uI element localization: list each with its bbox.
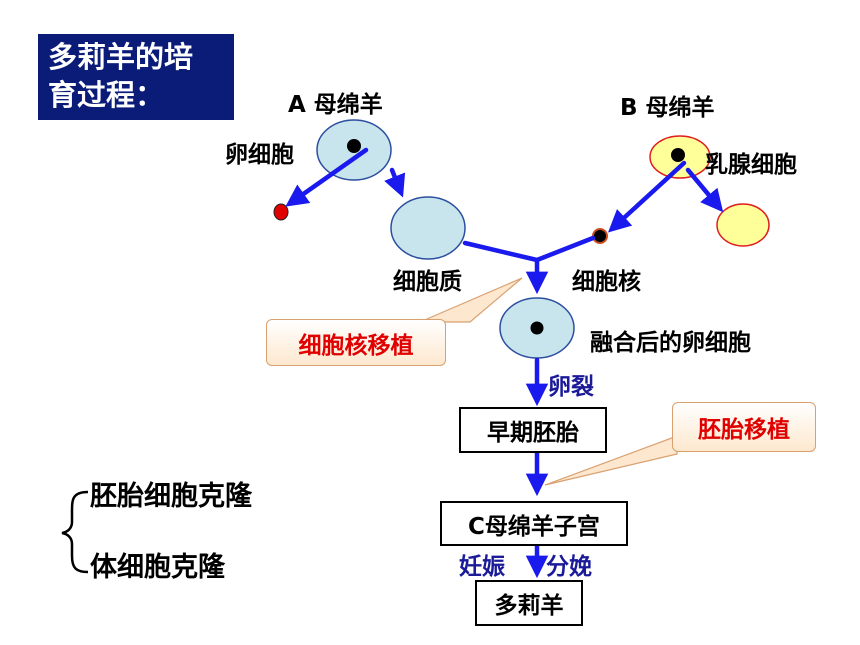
removed-nucleus	[273, 203, 289, 221]
label-pregnancy: 妊娠	[459, 554, 505, 580]
fused-egg-nucleus	[530, 321, 544, 335]
merge-line-left	[462, 240, 540, 263]
label-egg-cell: 卵细胞	[225, 142, 294, 168]
mammary-cell-nucleus	[671, 148, 685, 162]
label-nucleus: 细胞核	[572, 269, 641, 295]
title-box: 多莉羊的培 育过程：	[38, 34, 234, 120]
label-cytoplasm: 细胞质	[393, 269, 462, 295]
box-early-embryo: 早期胚胎	[459, 407, 607, 453]
clone-type-embryonic: 胚胎细胞克隆	[90, 481, 252, 512]
label-delivery: 分娩	[546, 554, 592, 580]
box-dolly: 多莉羊	[475, 580, 583, 626]
callout-embryo-transfer: 胚胎移植	[672, 402, 816, 452]
enucleated-cytoplasm	[390, 196, 466, 260]
left-brace	[61, 490, 89, 574]
arrow-extract-nucleus	[608, 160, 687, 233]
arrow-to-cytoplasm	[384, 167, 406, 198]
box-sheep-c-uterus: C母绵羊子宫	[440, 501, 628, 546]
label-sheep-b: B 母绵羊	[620, 95, 715, 121]
arrow-remove-nucleus	[285, 147, 369, 207]
callout-nuclear-transfer: 细胞核移植	[266, 319, 446, 366]
mammary-cell-remainder	[716, 203, 770, 247]
label-sheep-a: A 母绵羊	[288, 92, 383, 118]
arrow-mammary-remainder	[685, 167, 724, 213]
egg-cell-a-nucleus	[347, 139, 361, 153]
title-line-2: 育过程：	[48, 78, 165, 112]
donor-nucleus	[592, 228, 608, 244]
clone-type-somatic: 体细胞克隆	[90, 552, 225, 583]
label-fused-egg: 融合后的卵细胞	[590, 330, 751, 356]
title-line-1: 多莉羊的培	[48, 40, 194, 74]
label-cleavage: 卵裂	[548, 374, 594, 400]
merge-line-right	[534, 235, 596, 263]
label-mammary-cell: 乳腺细胞	[705, 152, 797, 178]
